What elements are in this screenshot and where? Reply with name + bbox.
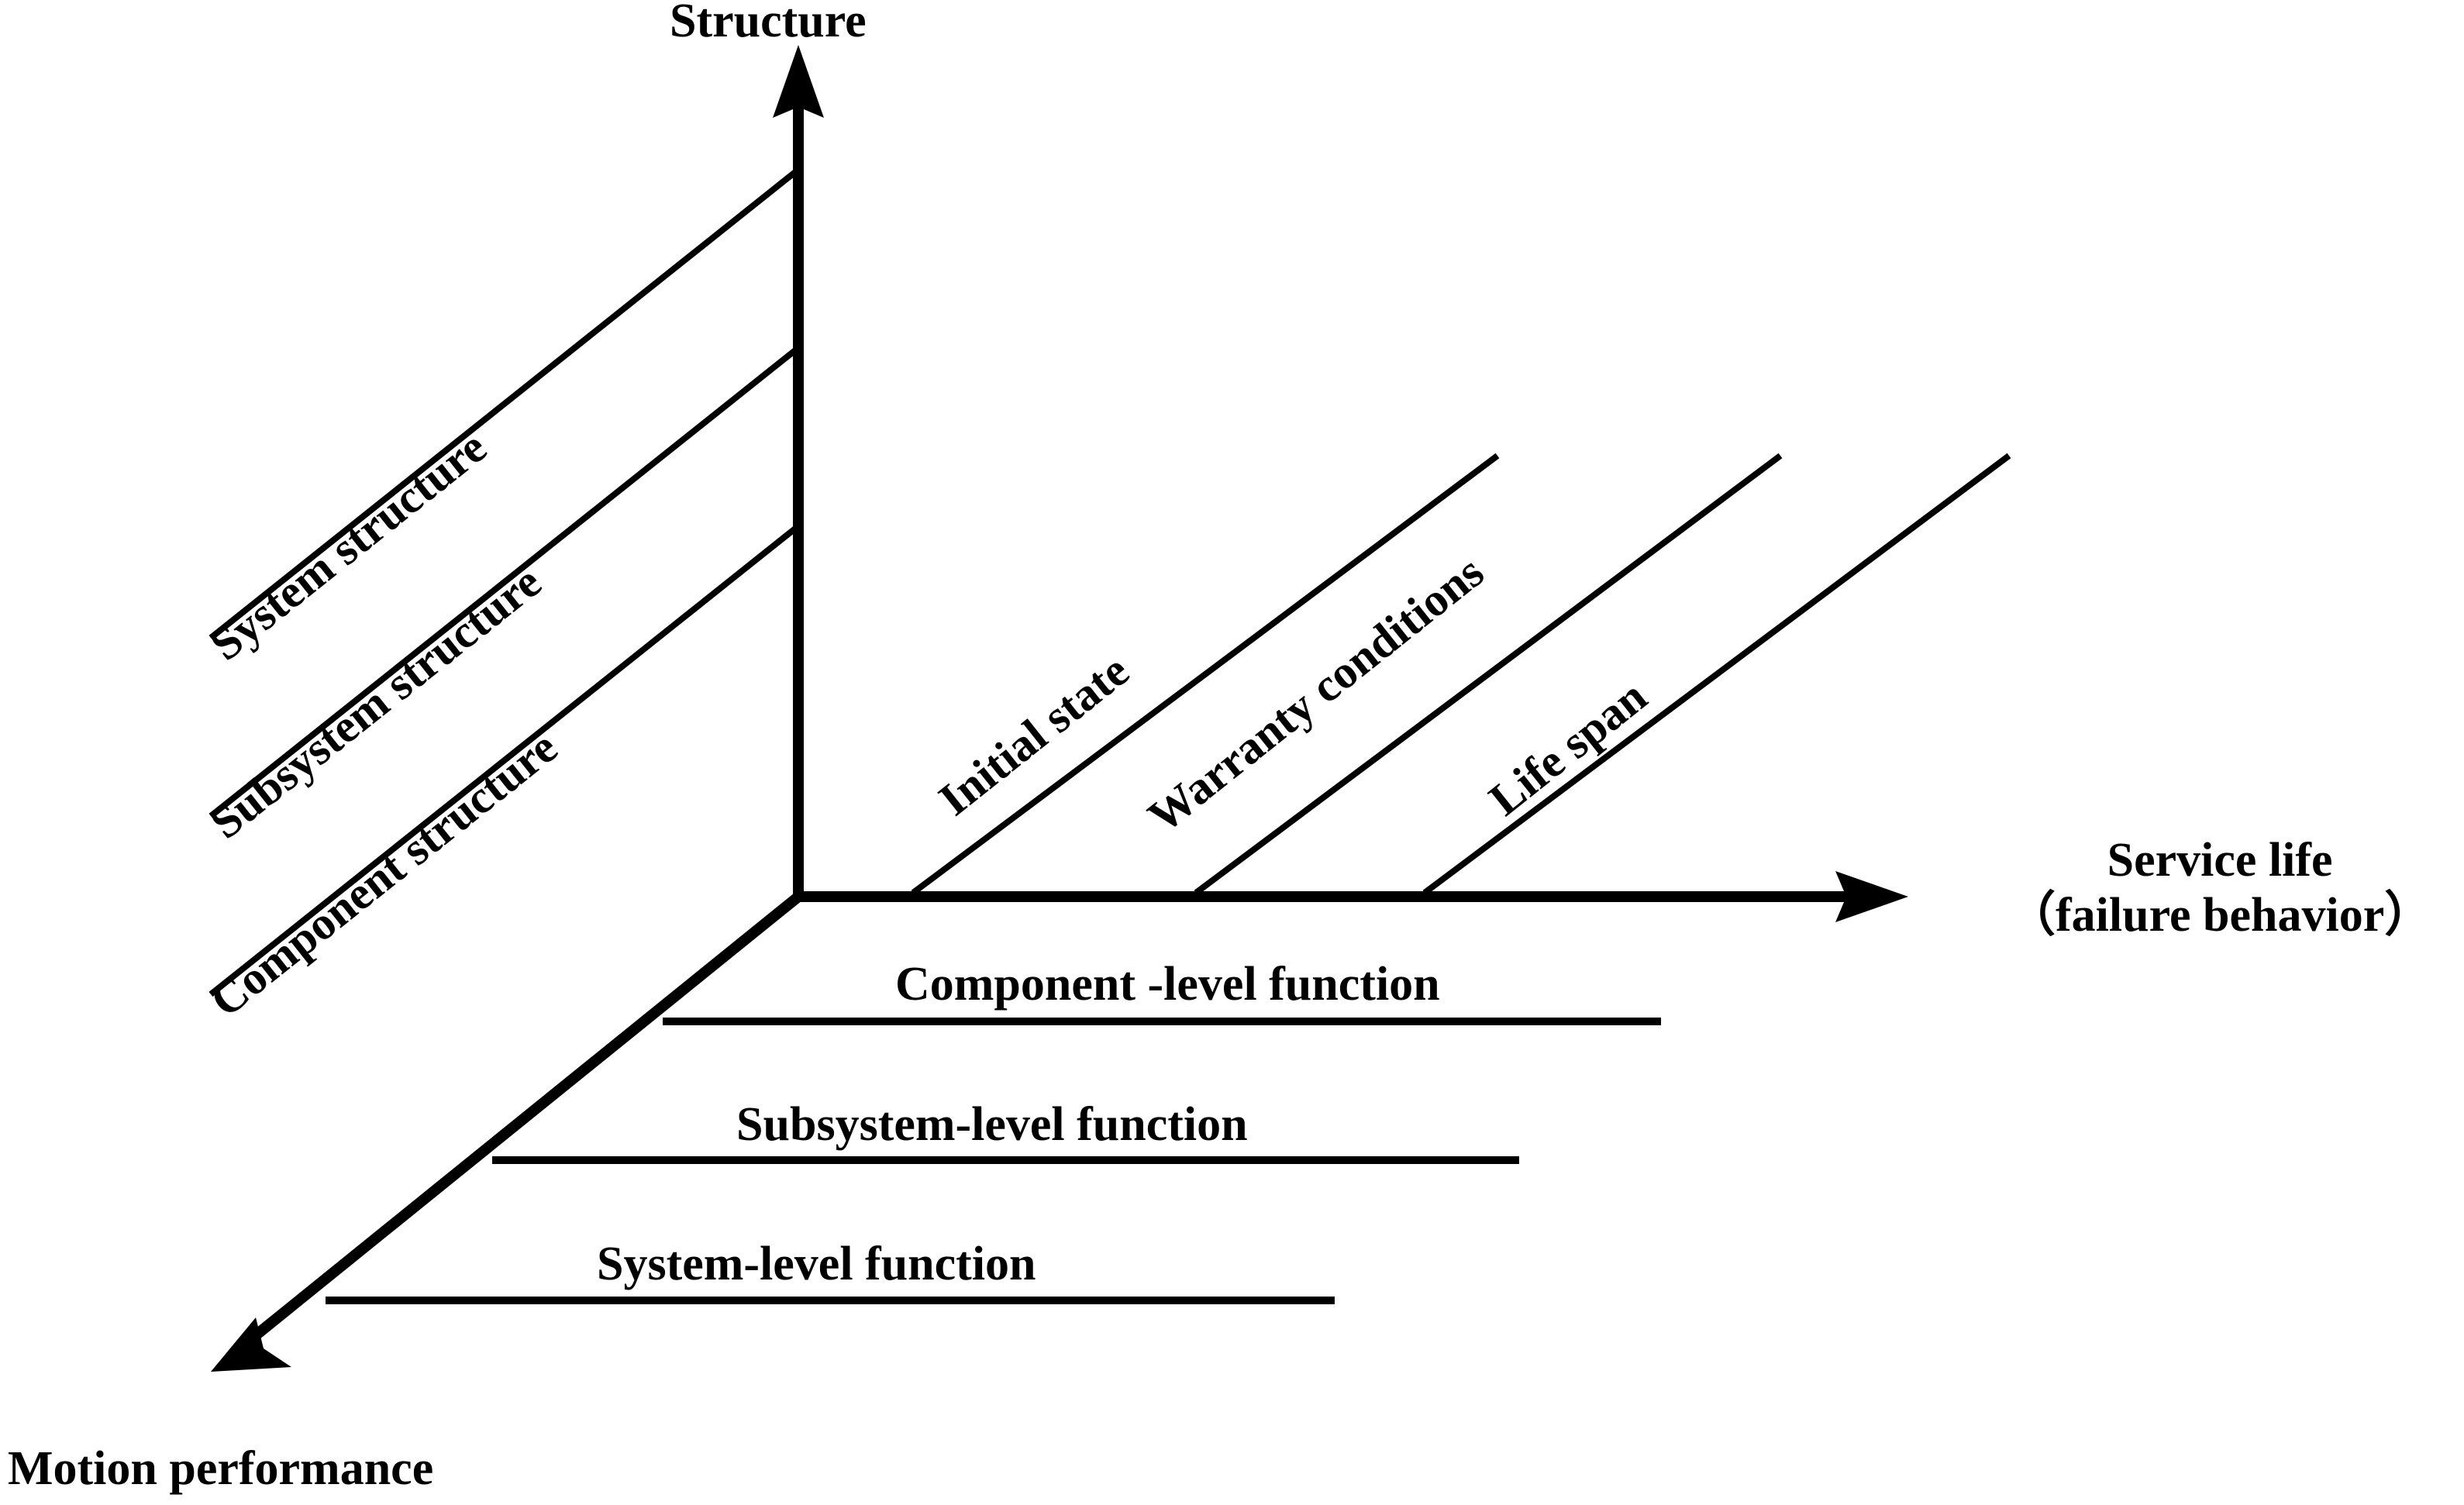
service-life-line-life-span [1422,453,2011,896]
function-level-label-subsystem: Subsystem-level function [736,1098,1248,1151]
function-level-label-system: System-level function [597,1238,1036,1290]
horizontal-axis-arrow-icon [1835,871,1908,922]
service-life-stage-lines [911,453,2011,896]
structure-level-line-subsystem [208,347,798,819]
function-level-lines [326,1018,1661,1304]
depth-axis-line [252,892,802,1340]
horizontal-axis-title: Service life （failure behavior） [2007,833,2432,942]
structure-level-line-component [208,525,798,997]
vertical-axis-title: Structure [670,0,867,47]
service-life-line-initial-state [911,453,1500,896]
horizontal-axis-title-line1: Service life [2107,834,2333,887]
structure-level-lines [208,169,798,997]
service-life-line-warranty-conditions [1194,453,1783,896]
depth-axis-title: Motion performance [8,1442,434,1495]
depth-axis [211,892,802,1372]
vertical-axis-arrow-icon [773,45,824,118]
horizontal-axis-title-line2: （failure behavior） [2007,888,2433,942]
horizontal-axis [798,871,1908,922]
depth-axis-arrow-icon [211,1317,291,1372]
function-level-label-component: Component -level function [895,958,1440,1011]
structure-level-line-system [208,169,798,641]
vertical-axis [773,45,824,897]
